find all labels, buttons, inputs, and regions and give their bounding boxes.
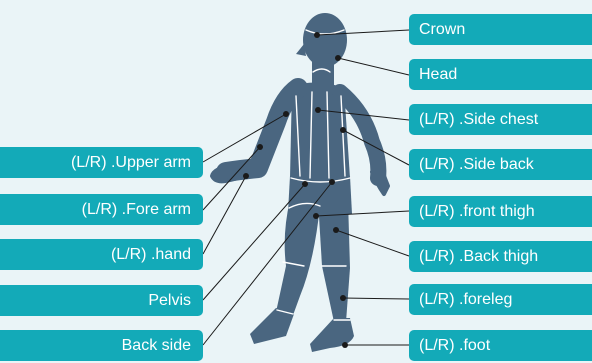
label-foot: (L/R) .foot (409, 330, 592, 361)
leader-line-foreleg (343, 298, 409, 299)
marker-dot-upper-arm (283, 111, 289, 117)
label-fore-arm: (L/R) .Fore arm (0, 194, 203, 225)
marker-dot-hand (243, 173, 249, 179)
label-head: Head (409, 59, 592, 90)
marker-dot-crown (314, 32, 320, 38)
label-hand: (L/R) .hand (0, 239, 203, 270)
label-crown: Crown (409, 14, 592, 45)
label-foreleg: (L/R) .foreleg (409, 284, 592, 315)
label-upper-arm: (L/R) .Upper arm (0, 147, 203, 178)
label-back-side: Back side (0, 330, 203, 361)
label-side-back: (L/R) .Side back (409, 149, 592, 180)
leader-line-head (338, 58, 409, 75)
left-arm-shape (226, 88, 298, 172)
front-leg-shape (318, 200, 350, 322)
marker-dot-foot (342, 342, 348, 348)
marker-dot-foreleg (340, 295, 346, 301)
marker-dot-front-thigh (313, 213, 319, 219)
label-pelvis: Pelvis (0, 285, 203, 316)
marker-dot-side-chest (315, 107, 321, 113)
label-back-thigh: (L/R) .Back thigh (409, 241, 592, 272)
front-foot-shape (310, 318, 354, 352)
label-side-chest: (L/R) .Side chest (409, 104, 592, 135)
back-leg-shape (276, 200, 320, 318)
leader-line-hand (203, 176, 246, 254)
marker-dot-fore-arm (257, 144, 263, 150)
marker-dot-back-thigh (333, 227, 339, 233)
marker-dot-side-back (340, 127, 346, 133)
marker-dot-pelvis (302, 181, 308, 187)
back-foot-shape (250, 308, 294, 344)
label-front-thigh: (L/R) .front thigh (409, 196, 592, 227)
marker-dot-back-side (329, 179, 335, 185)
marker-dot-head (335, 55, 341, 61)
